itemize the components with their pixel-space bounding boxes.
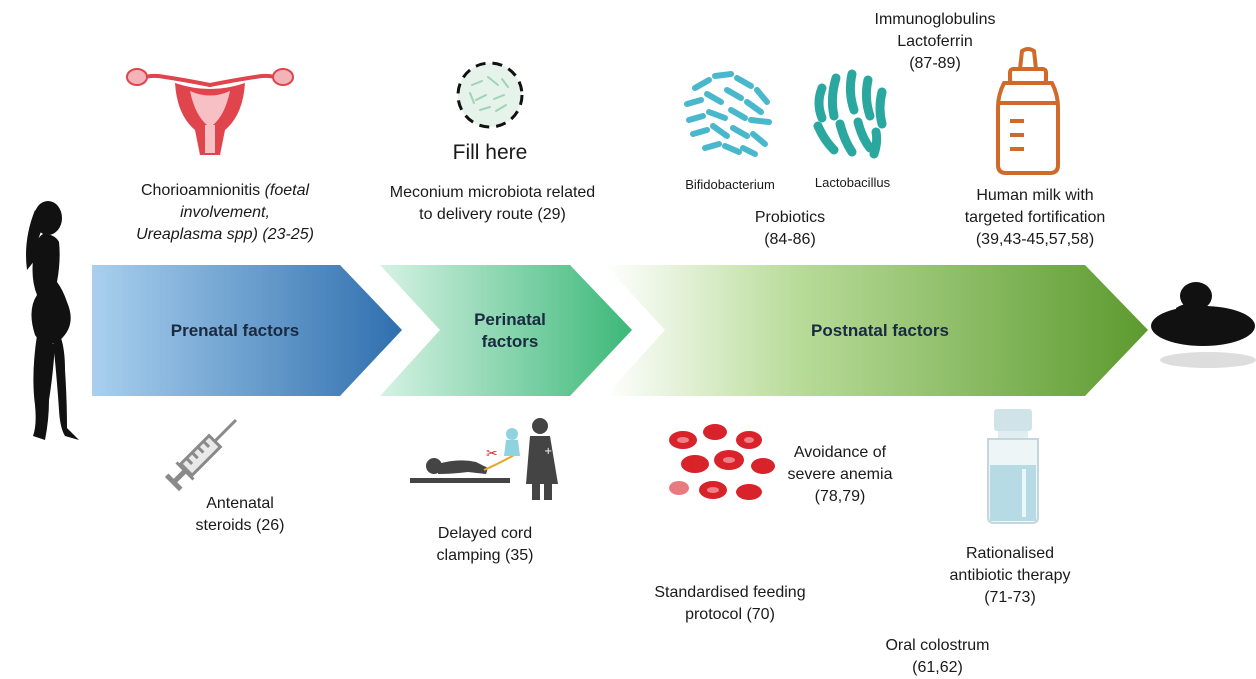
cord-clamping-icon: ✂ + bbox=[410, 418, 558, 500]
cord-line2: clamping (35) bbox=[436, 547, 534, 564]
chorioamnionitis-label: Chorioamnionitis (foetal involvement, Ur… bbox=[105, 180, 345, 246]
meconium-label: Meconium microbiota related to delivery … bbox=[365, 182, 620, 226]
immuno-line3: (87-89) bbox=[909, 55, 961, 72]
perinatal-label-line2: factors bbox=[481, 332, 539, 351]
svg-text:+: + bbox=[544, 446, 552, 457]
antibiotic-label: Rationalised antibiotic therapy (71-73) bbox=[925, 543, 1095, 609]
milk-line1: Human milk with bbox=[976, 187, 1094, 204]
oral-colostrum-label: Oral colostrum (61,62) bbox=[870, 635, 1005, 679]
milk-line3: (39,43-45,57,58) bbox=[975, 231, 1095, 248]
postnatal-label: Postnatal factors bbox=[811, 321, 949, 340]
lactobacillus-icon bbox=[813, 69, 887, 159]
lactobacillus-label: Lactobacillus bbox=[814, 175, 891, 190]
chorio-line2: involvement, bbox=[105, 202, 345, 224]
immuno-line1: Immunoglobulins bbox=[874, 11, 996, 28]
probiotics-label: Probiotics (84-86) bbox=[720, 207, 860, 251]
pregnant-woman-icon bbox=[26, 201, 79, 440]
antibiotic-vial-icon bbox=[987, 409, 1039, 524]
probiotics-line1: Probiotics bbox=[754, 209, 826, 226]
bifidobacterium-label: Bifidobacterium bbox=[685, 177, 775, 192]
milk-line2: targeted fortification bbox=[964, 209, 1106, 226]
meconium-line2: to delivery route (29) bbox=[419, 206, 566, 223]
chorio-ureaplasma: Ureaplasma spp) (23-25) bbox=[136, 226, 314, 243]
svg-text:✂: ✂ bbox=[486, 446, 498, 462]
antibiotic-line2: antibiotic therapy bbox=[949, 567, 1071, 584]
fill-here-label: Fill here bbox=[452, 141, 528, 164]
bifidobacterium-icon bbox=[684, 71, 772, 157]
perinatal-arrow bbox=[380, 265, 632, 396]
anemia-label: Avoidance of severe anemia (78,79) bbox=[775, 442, 905, 508]
prenatal-label: Prenatal factors bbox=[170, 321, 300, 340]
chorio-involvement: involvement, bbox=[180, 204, 270, 221]
cord-line1: Delayed cord bbox=[437, 525, 533, 542]
baby-bottle-icon bbox=[996, 47, 1060, 175]
colostrum-line1: Oral colostrum bbox=[885, 637, 990, 654]
immunoglobulins-label: Immunoglobulins Lactoferrin (87-89) bbox=[860, 9, 1010, 75]
syringe-icon bbox=[164, 418, 238, 492]
immuno-line2: Lactoferrin bbox=[897, 33, 973, 50]
delayed-cord-label: Delayed cord clamping (35) bbox=[420, 523, 550, 567]
chorio-line3: Ureaplasma spp) (23-25) bbox=[105, 224, 345, 246]
colostrum-line2: (61,62) bbox=[912, 659, 963, 676]
chorio-word: Chorioamnionitis bbox=[140, 182, 261, 199]
perinatal-label-line1: Perinatal bbox=[474, 310, 546, 329]
baby-silhouette-icon bbox=[1151, 282, 1256, 368]
uterus-icon bbox=[126, 68, 294, 155]
chorio-italic: (foetal bbox=[264, 182, 310, 199]
anemia-line3: (78,79) bbox=[814, 488, 866, 505]
antibiotic-line3: (71-73) bbox=[984, 589, 1036, 606]
prenatal-arrow bbox=[92, 265, 402, 396]
feeding-protocol-label: Standardised feeding protocol (70) bbox=[640, 582, 820, 626]
antenatal-steroids-label: Antenatal steroids (26) bbox=[180, 493, 300, 537]
probiotics-line2: (84-86) bbox=[764, 231, 816, 248]
steroids-line1: Antenatal bbox=[206, 495, 274, 512]
feeding-line1: Standardised feeding bbox=[654, 584, 806, 601]
human-milk-label: Human milk with targeted fortification (… bbox=[940, 185, 1130, 251]
antibiotic-line1: Rationalised bbox=[965, 545, 1055, 562]
perinatal-label: Perinatal factors bbox=[455, 309, 565, 353]
microbiota-circle-icon bbox=[456, 61, 524, 129]
chorio-line1: Chorioamnionitis (foetal bbox=[105, 180, 345, 202]
steroids-line2: steroids (26) bbox=[195, 517, 285, 534]
anemia-line2: severe anemia bbox=[787, 466, 893, 483]
anemia-line1: Avoidance of bbox=[793, 444, 887, 461]
feeding-line2: protocol (70) bbox=[685, 606, 775, 623]
red-blood-cells-icon bbox=[669, 424, 775, 500]
postnatal-arrow bbox=[605, 265, 1148, 396]
meconium-line1: Meconium microbiota related bbox=[389, 184, 596, 201]
